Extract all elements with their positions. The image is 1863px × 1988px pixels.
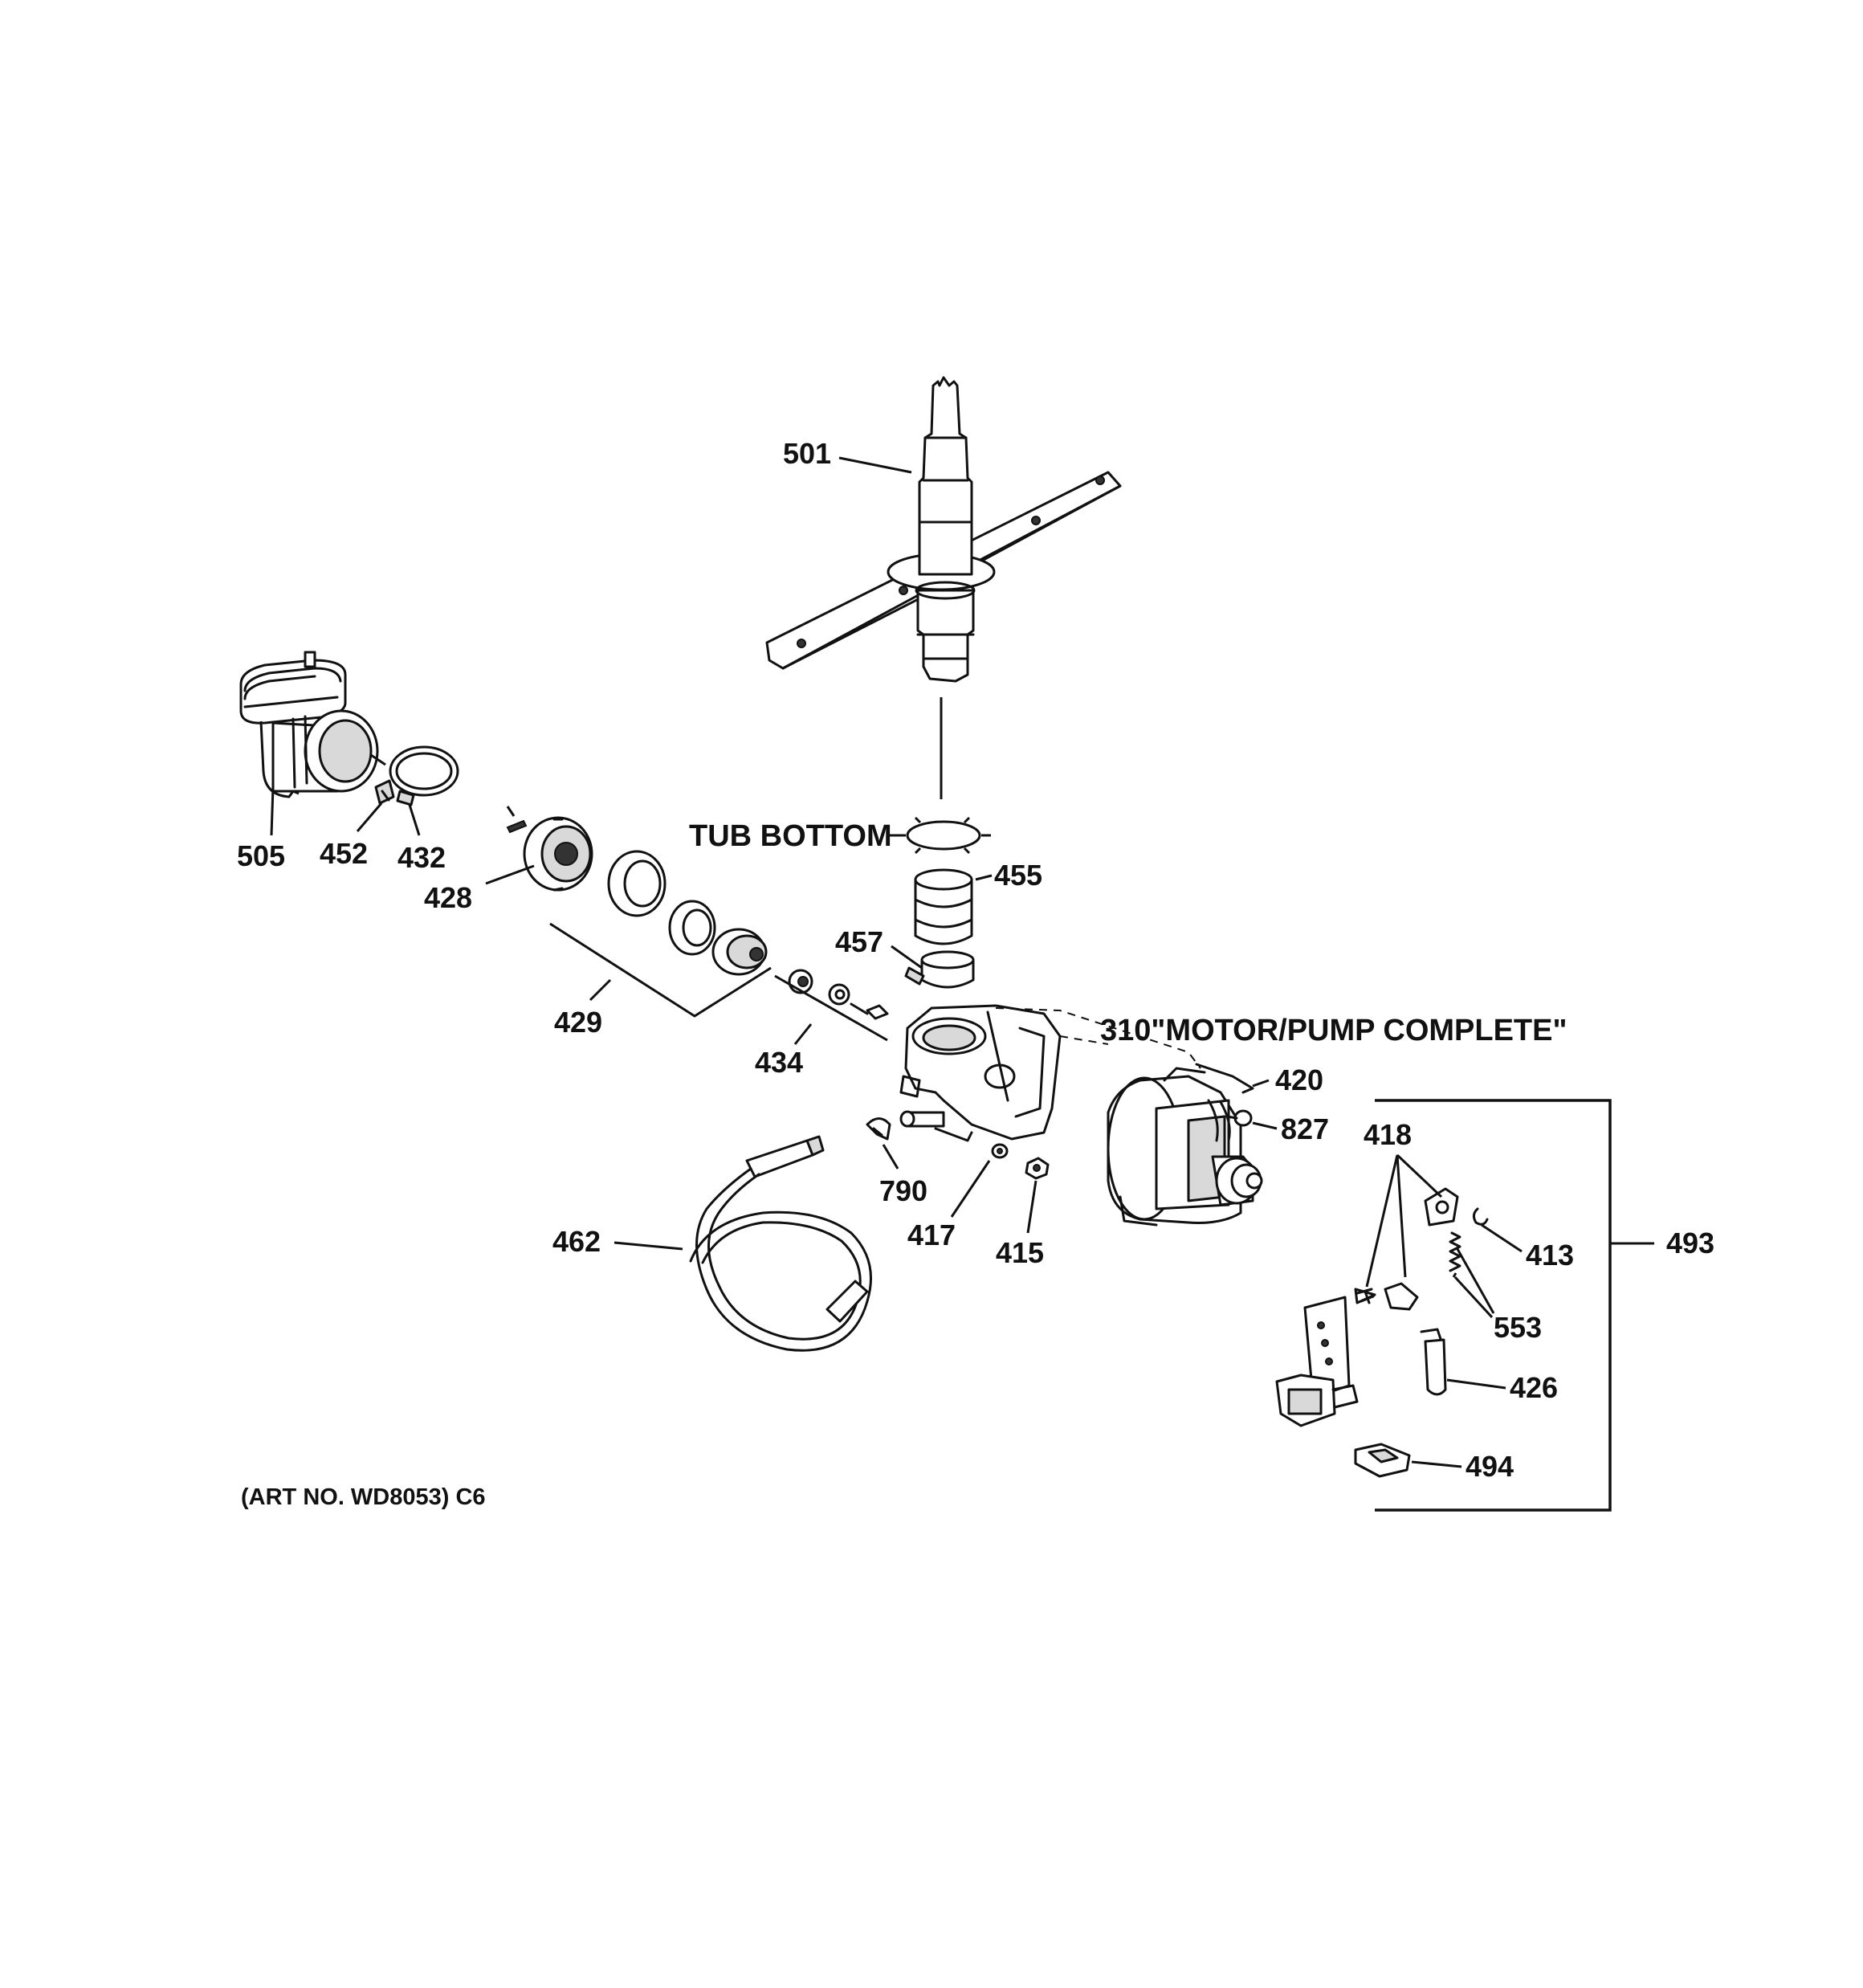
part-417-washer[interactable] — [991, 1143, 1009, 1159]
label-505: 505 — [237, 839, 285, 872]
part-457-clamp[interactable] — [904, 950, 975, 989]
label-415: 415 — [996, 1236, 1044, 1269]
part-494-block[interactable] — [1354, 1443, 1411, 1478]
pump-housing[interactable] — [899, 1004, 1062, 1142]
label-tub-bottom: TUB BOTTOM — [689, 819, 892, 853]
label-455: 455 — [994, 859, 1042, 892]
label-426: 426 — [1510, 1371, 1558, 1404]
part-413-clip[interactable] — [1472, 1207, 1489, 1226]
part-420-wire[interactable] — [1195, 1063, 1254, 1094]
motor[interactable] — [1107, 1067, 1263, 1227]
part-418-lever[interactable] — [1354, 1187, 1459, 1311]
part-434-fittings[interactable] — [788, 969, 889, 1020]
label-457: 457 — [835, 925, 883, 958]
part-462-hose[interactable] — [689, 1135, 872, 1352]
label-827: 827 — [1281, 1112, 1329, 1145]
label-428: 428 — [424, 881, 472, 914]
label-494: 494 — [1466, 1450, 1514, 1483]
part-452-clamp[interactable] — [374, 779, 395, 805]
solenoid-bracket[interactable] — [1275, 1296, 1359, 1427]
part-553-spring[interactable] — [1449, 1231, 1461, 1272]
part-455-seal[interactable] — [914, 868, 973, 945]
label-452: 452 — [320, 837, 368, 870]
part-501-spray-arm[interactable] — [765, 376, 1122, 683]
label-501: 501 — [783, 437, 831, 470]
part-415-nut[interactable] — [1025, 1157, 1050, 1180]
label-432: 432 — [397, 841, 446, 874]
label-434: 434 — [755, 1046, 803, 1079]
label-418: 418 — [1364, 1118, 1412, 1151]
label-motor-pump-complete: 310"MOTOR/PUMP COMPLETE" — [1100, 1014, 1567, 1047]
label-429: 429 — [554, 1006, 602, 1039]
part-426-plunger[interactable] — [1420, 1328, 1447, 1396]
label-553: 553 — [1494, 1311, 1542, 1344]
label-462: 462 — [552, 1225, 601, 1258]
part-790-clip[interactable] — [866, 1117, 891, 1141]
art-number: (ART NO. WD8053) C6 — [241, 1484, 486, 1510]
label-417: 417 — [907, 1219, 956, 1251]
label-413: 413 — [1526, 1239, 1574, 1272]
part-428-impeller[interactable] — [506, 806, 593, 892]
tub-bottom-seal[interactable] — [895, 816, 991, 855]
part-429-assembly[interactable] — [607, 850, 768, 976]
part-505-housing[interactable] — [239, 651, 379, 798]
label-790: 790 — [879, 1174, 927, 1207]
label-493: 493 — [1666, 1227, 1714, 1259]
label-420: 420 — [1275, 1063, 1323, 1096]
part-827-screw[interactable] — [1225, 1109, 1253, 1127]
part-432-ring[interactable] — [389, 745, 459, 806]
